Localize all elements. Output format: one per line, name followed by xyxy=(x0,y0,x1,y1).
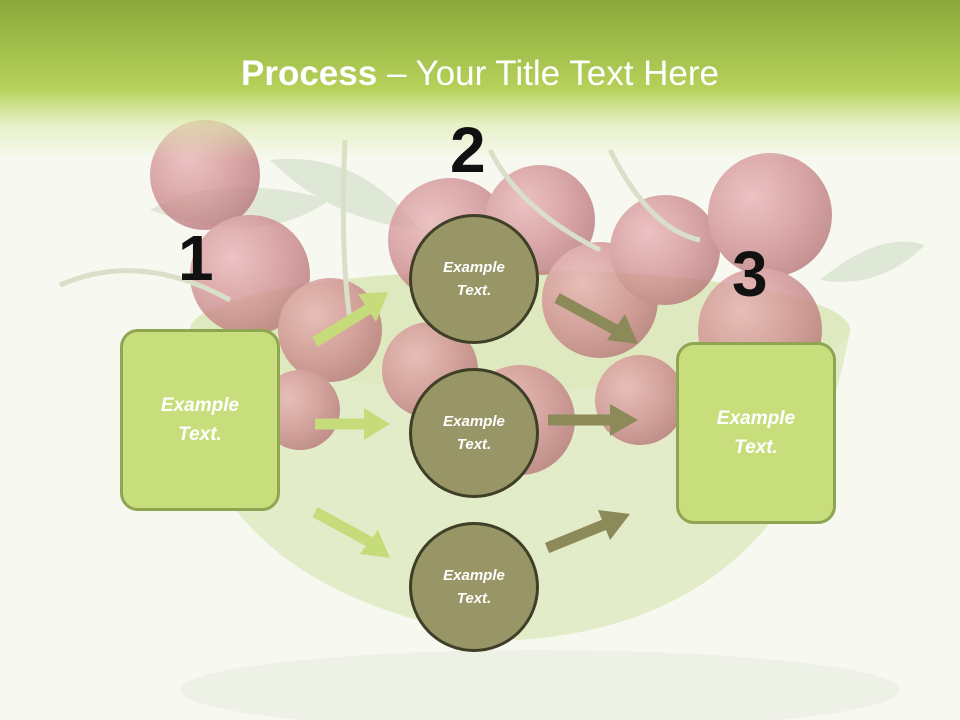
arrow-from-middle-circle xyxy=(548,404,638,436)
step-1-box: Example Text. xyxy=(120,329,280,511)
step-1-line1: Example xyxy=(160,395,240,416)
circle-bottom-text: Example Text. xyxy=(429,564,519,610)
title-bar xyxy=(0,0,960,160)
circle-middle-line2: Text. xyxy=(456,436,492,453)
step-number-1: 1 xyxy=(178,222,214,294)
arrow-to-middle-circle xyxy=(315,408,390,440)
circle-top-line1: Example xyxy=(443,259,505,276)
step-3-line2: Text. xyxy=(734,437,778,458)
step-3-line1: Example xyxy=(716,408,796,429)
step-1-text: Example Text. xyxy=(140,391,260,449)
step-number-3: 3 xyxy=(732,238,768,310)
step-3-text: Example Text. xyxy=(696,404,816,462)
title-bold: Process xyxy=(241,54,378,93)
circle-middle-line1: Example xyxy=(443,413,505,430)
arrow-to-top-circle xyxy=(312,292,388,347)
step-2-circle-middle: Example Text. xyxy=(409,368,539,498)
arrow-from-top-circle xyxy=(554,293,638,344)
circle-middle-text: Example Text. xyxy=(429,410,519,456)
step-3-box: Example Text. xyxy=(676,342,836,524)
arrow-from-bottom-circle xyxy=(544,510,630,554)
step-1-line2: Text. xyxy=(178,424,222,445)
circle-top-text: Example Text. xyxy=(429,256,519,302)
arrow-to-bottom-circle xyxy=(312,507,390,558)
circle-bottom-line2: Text. xyxy=(456,590,492,607)
step-2-circle-bottom: Example Text. xyxy=(409,522,539,652)
step-2-circle-top: Example Text. xyxy=(409,214,539,344)
title-rest: – Your Title Text Here xyxy=(377,54,719,93)
circle-bottom-line1: Example xyxy=(443,567,505,584)
page-title: Process – Your Title Text Here xyxy=(0,54,960,94)
step-number-2: 2 xyxy=(450,114,486,186)
circle-top-line2: Text. xyxy=(456,282,492,299)
